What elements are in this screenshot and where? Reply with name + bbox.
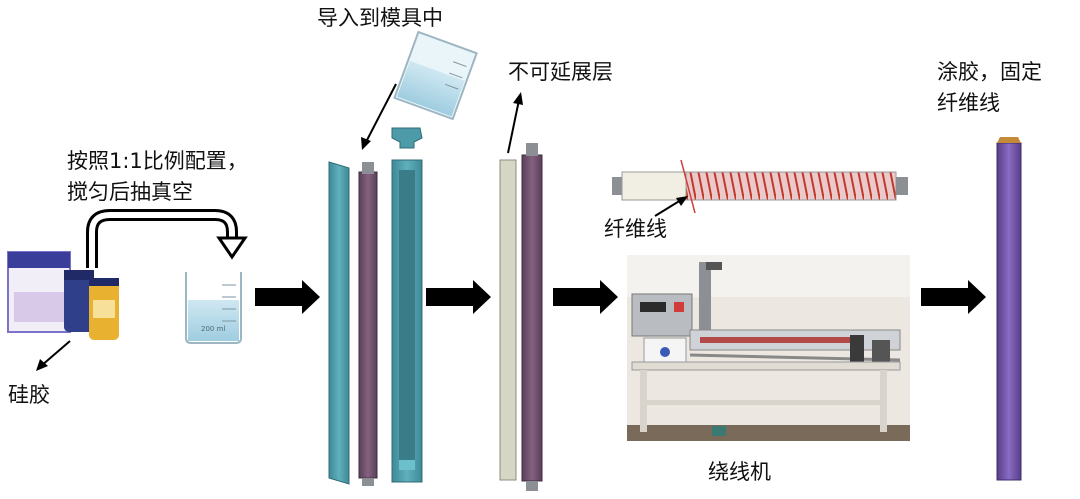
glue-label-line1: 涂胶，固定 bbox=[937, 60, 1042, 84]
curved-transfer-arrow bbox=[86, 209, 248, 268]
fiber-pointer-arrow bbox=[654, 196, 688, 217]
pouring-beaker-icon bbox=[393, 30, 478, 121]
mold-assembly bbox=[328, 127, 423, 486]
nonstretch-pointer-arrow bbox=[507, 92, 523, 154]
beaker-mark: 200 ml bbox=[201, 325, 225, 333]
process-arrow bbox=[921, 280, 986, 314]
ratio-label-line1: 按照1:1比例配置， bbox=[67, 149, 248, 173]
winding-machine-image bbox=[627, 255, 910, 441]
silicone-products-image bbox=[7, 251, 119, 340]
silicone-pointer-arrow bbox=[36, 340, 71, 371]
glue-label-line2: 纤维线 bbox=[937, 91, 1000, 115]
final-rod bbox=[996, 137, 1022, 481]
silicone-label: 硅胶 bbox=[8, 383, 50, 407]
nonstretch-layer-assembly bbox=[499, 143, 543, 491]
mold-import-label: 导入到模具中 bbox=[317, 6, 443, 30]
nonstretch-layer-label: 不可延展层 bbox=[508, 60, 613, 84]
beaker-icon bbox=[185, 272, 242, 344]
process-arrow bbox=[255, 280, 320, 314]
wound-fiber-rod bbox=[612, 159, 908, 214]
ratio-label-line2: 搅匀后抽真空 bbox=[67, 180, 193, 204]
process-arrow bbox=[426, 280, 491, 314]
process-arrow bbox=[553, 280, 618, 314]
winding-machine-label: 绕线机 bbox=[708, 460, 771, 484]
pour-arrow bbox=[361, 83, 397, 150]
fiber-line-label: 纤维线 bbox=[604, 217, 667, 241]
